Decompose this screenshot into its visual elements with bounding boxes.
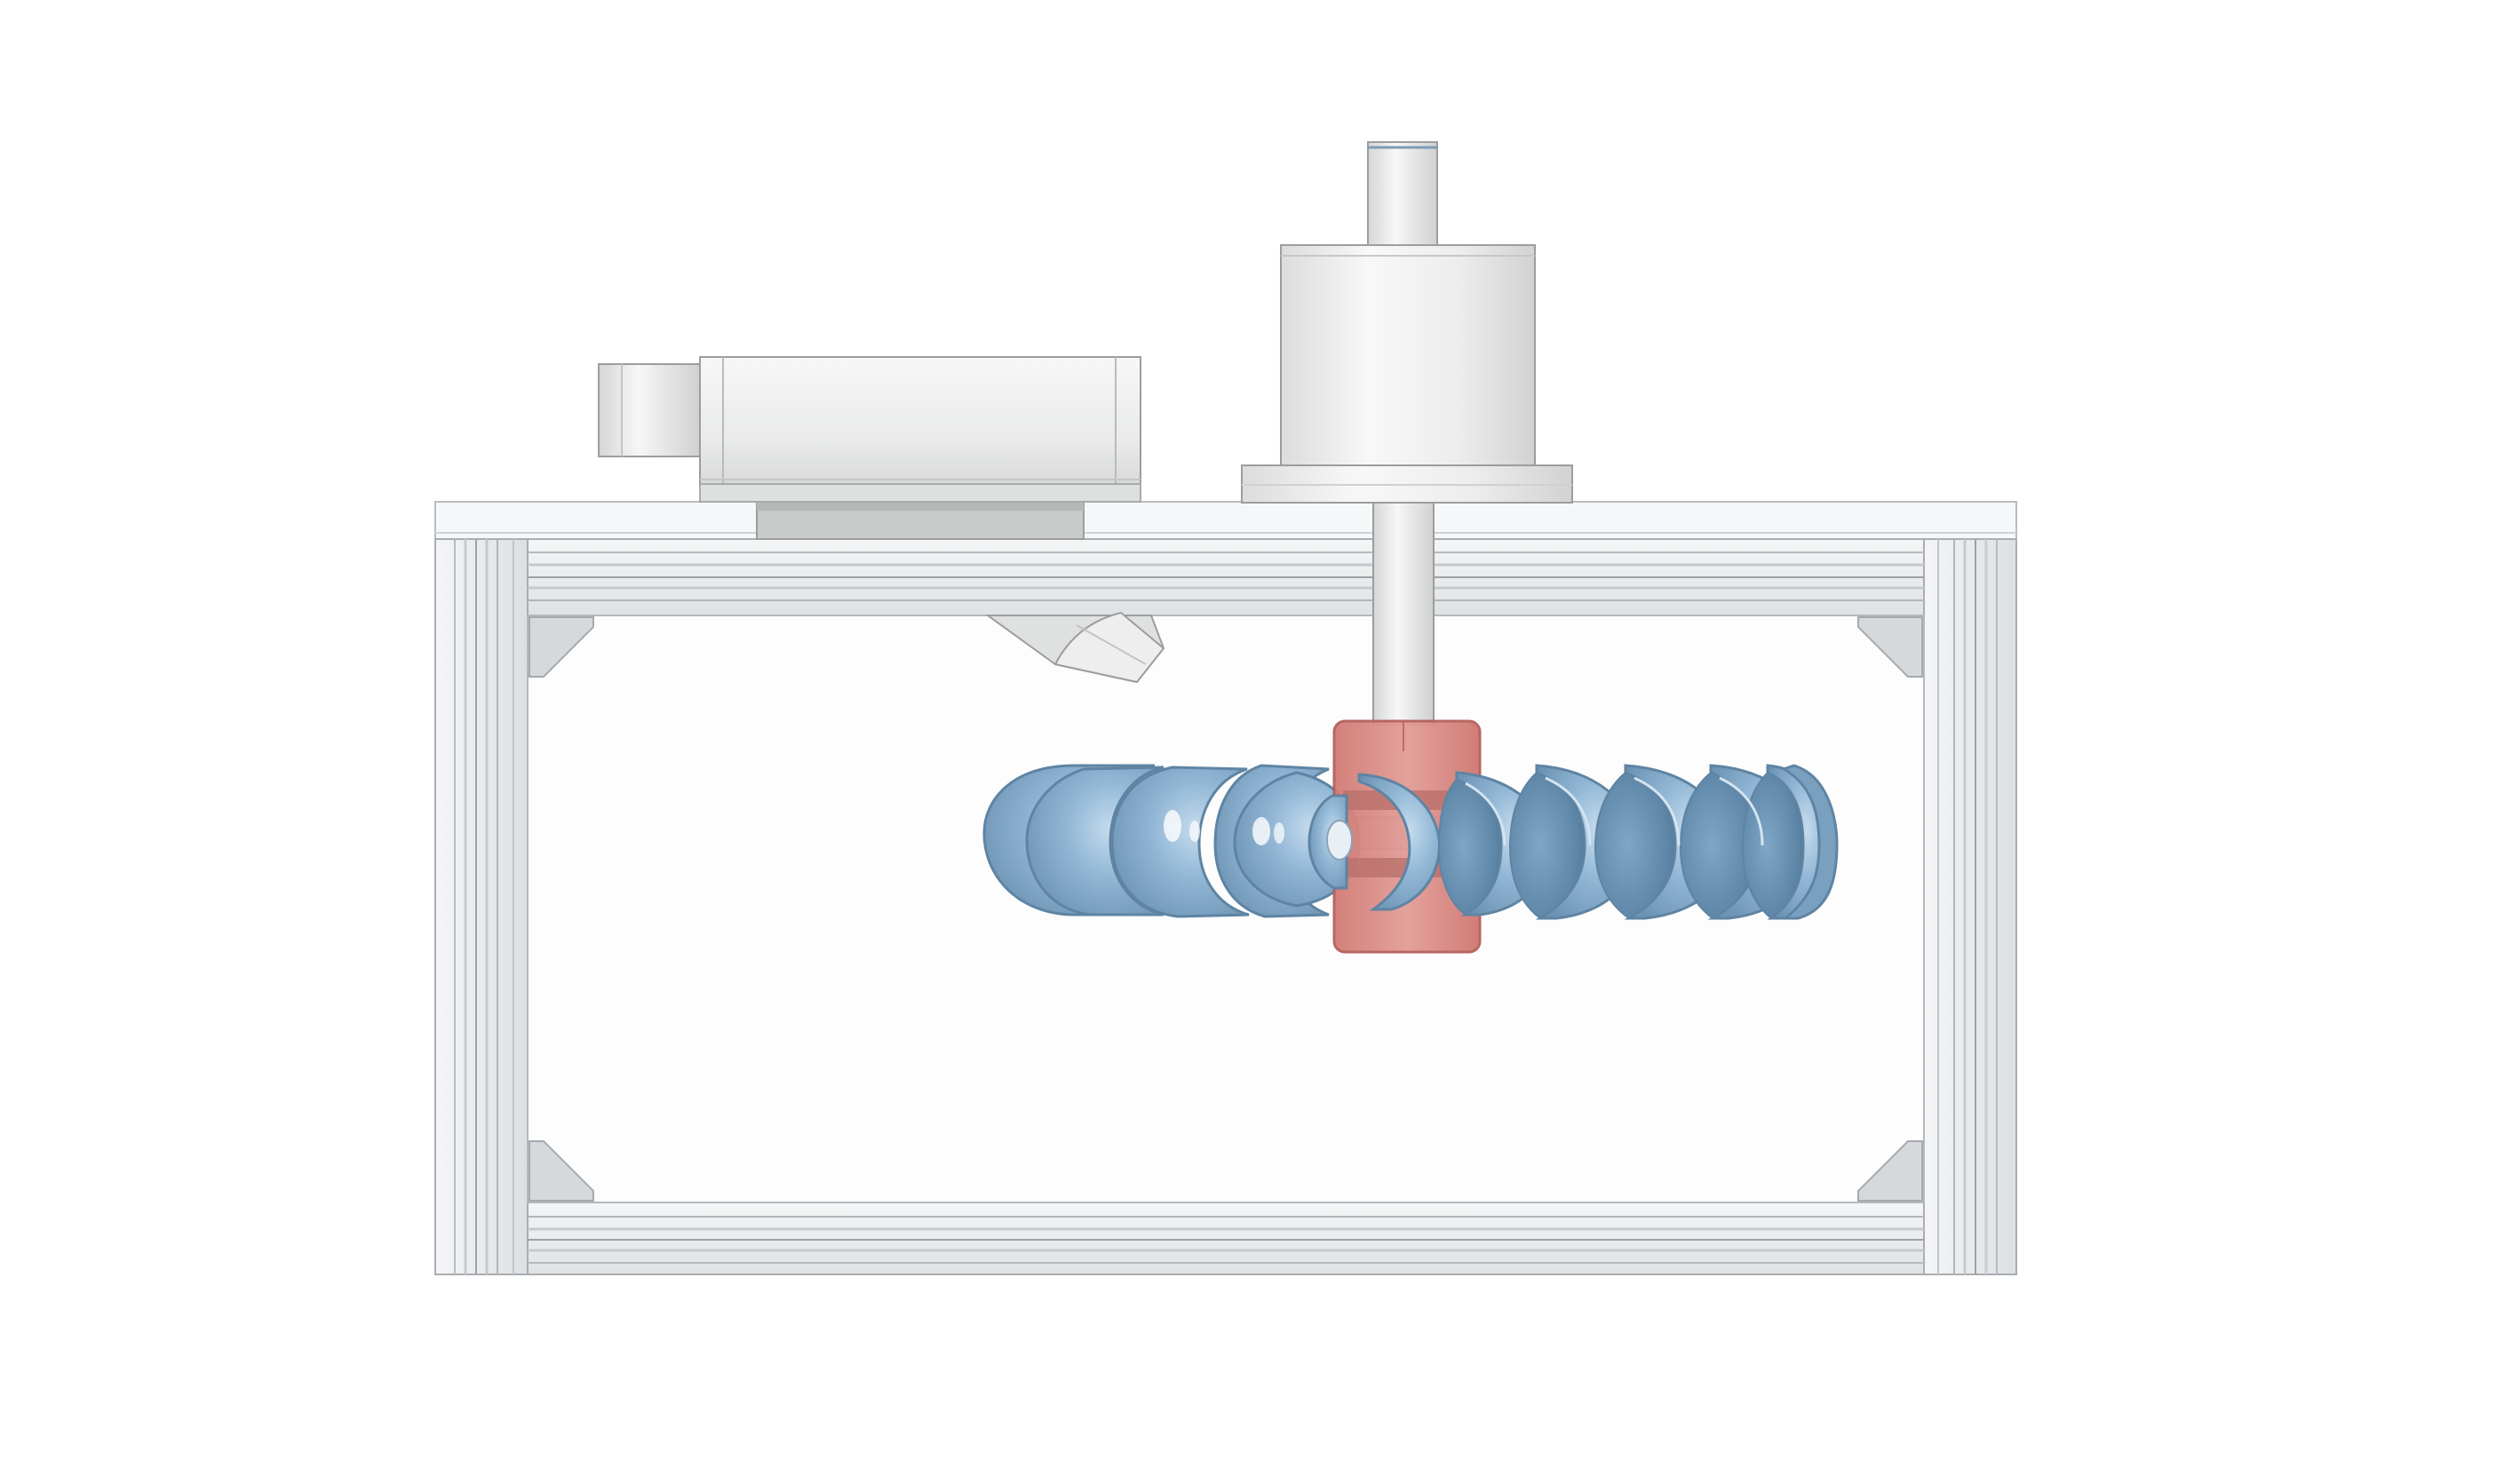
corner-bracket-bottom-right: [1857, 1140, 1923, 1202]
left-motor-body: [699, 356, 1141, 498]
drive-shaft: [1372, 502, 1435, 726]
cup-center-right: [1357, 773, 1441, 911]
left-motor-stub: [598, 363, 701, 457]
right-motor: [1241, 141, 1573, 726]
corner-bracket-bottom-left: [529, 1140, 594, 1202]
cup-right-6: [1780, 764, 1839, 920]
cup-rotor: [982, 719, 1839, 954]
angled-nozzle: [984, 611, 1165, 684]
corner-bracket-top-right: [1857, 616, 1923, 678]
cups-left: [982, 764, 1361, 918]
left-vertical-profile: [434, 538, 529, 1275]
right-vertical-profile: [1923, 538, 2017, 1275]
motor-top-shaft: [1367, 141, 1438, 248]
left-motor-housing: [598, 356, 1141, 540]
corner-bracket-top-left: [529, 616, 594, 678]
cups-right: [1437, 764, 1839, 920]
aluminum-frame: [434, 501, 2017, 1275]
top-horizontal-profile: [527, 538, 1925, 616]
bottom-horizontal-profile: [527, 1202, 1925, 1275]
cup-left-2: [1025, 766, 1165, 917]
cup-left-3: [1110, 766, 1250, 918]
motor-body: [1280, 244, 1536, 466]
